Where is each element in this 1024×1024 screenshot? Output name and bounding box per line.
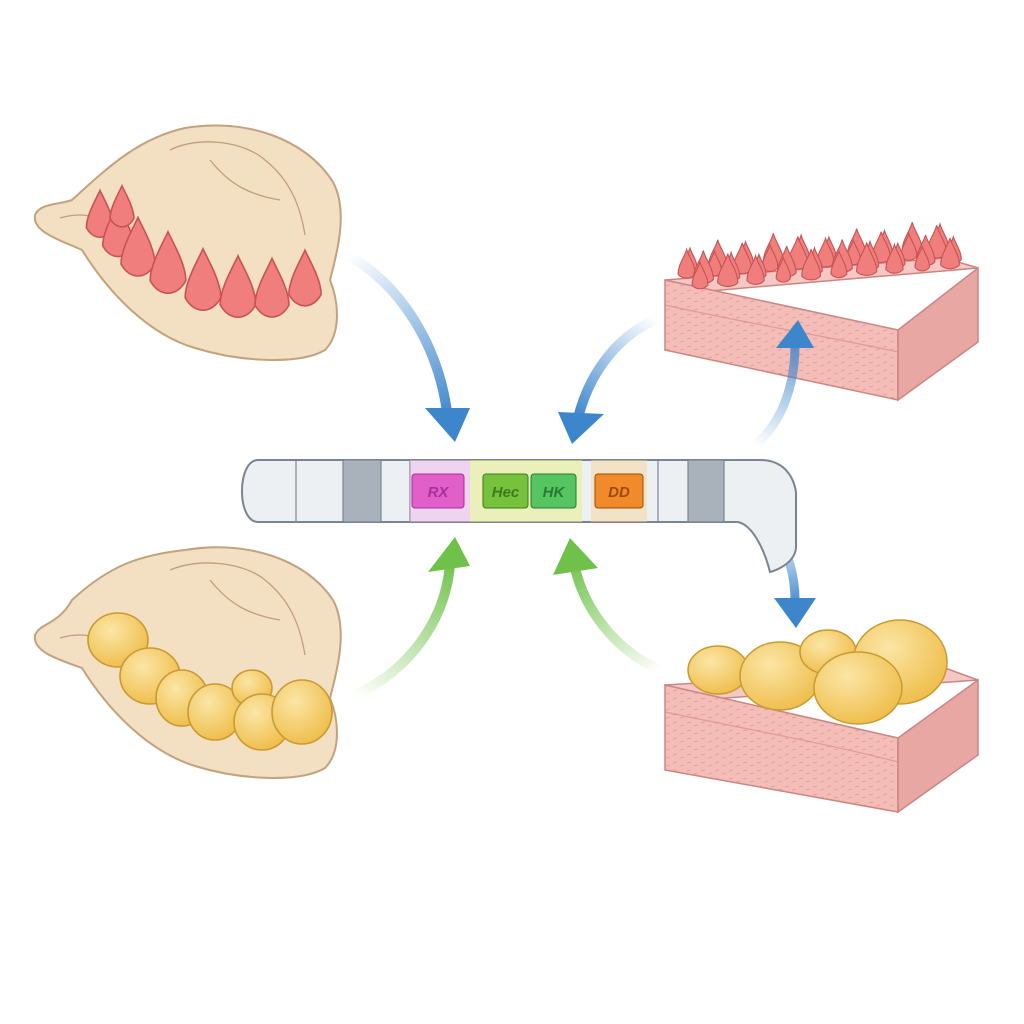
spiky-teeth-row [85,183,322,318]
tissue-block-round [664,619,979,814]
arrow-top-right [558,315,660,444]
tissue-spike [885,242,904,274]
tissue-spike [801,248,822,281]
segment-dd [594,473,644,509]
spiky-tooth [184,246,222,311]
sensor-segments: RX Hec HK DD [410,460,647,522]
tissue-spike [717,253,739,288]
tissue-spike [761,242,779,272]
segment-label: DD [608,484,630,501]
sensor-strip: RX Hec HK DD [240,459,797,574]
tissue-spike [775,255,792,283]
round-tooth [271,679,333,745]
spiky-tooth [85,188,115,238]
tissue-nodule [813,651,903,725]
tissue-spike [914,244,930,272]
tissue-spike [816,236,835,268]
tissue-nodules [687,619,948,725]
spiky-tooth [109,183,135,228]
spiky-tooth [288,248,322,307]
segment-label: RX [428,484,450,501]
arrow-bottom-left [350,537,470,700]
palate-ridge-top [59,141,306,236]
palate-ridge-bottom [59,562,306,656]
segment-label: Hec [492,484,520,501]
tissue-nodule [687,645,749,695]
tissue-spike [856,242,878,276]
segment-hec [482,473,529,509]
segment-label: HK [543,484,566,501]
tissue-spike [940,237,960,270]
tissue-spike [746,253,765,285]
spiky-tooth [149,229,187,294]
tissue-spike [691,260,709,290]
arrow-up-to-spiky-tissue [750,320,814,450]
tissue-spike [677,247,696,279]
spiky-tooth [254,256,290,318]
tissue-spike [830,249,848,279]
tissue-block-spiky [664,221,979,402]
strip-band-2 [687,459,725,523]
spiky-tooth [219,253,257,318]
arrow-bottom-right [553,538,665,675]
segment-hk [530,473,577,509]
round-teeth-row [87,612,333,751]
tissue-spikes [677,221,962,290]
spiky-tooth [120,215,156,277]
palate-shape-top [33,124,342,361]
tissue-spike [900,231,918,261]
tissue-side-face-spiky [897,266,979,402]
palate-spiky-teeth [33,124,342,361]
segment-rx [411,473,465,509]
arrow-top-left [343,250,470,442]
strip-band-1 [342,459,382,523]
palate-round-teeth [33,546,342,779]
